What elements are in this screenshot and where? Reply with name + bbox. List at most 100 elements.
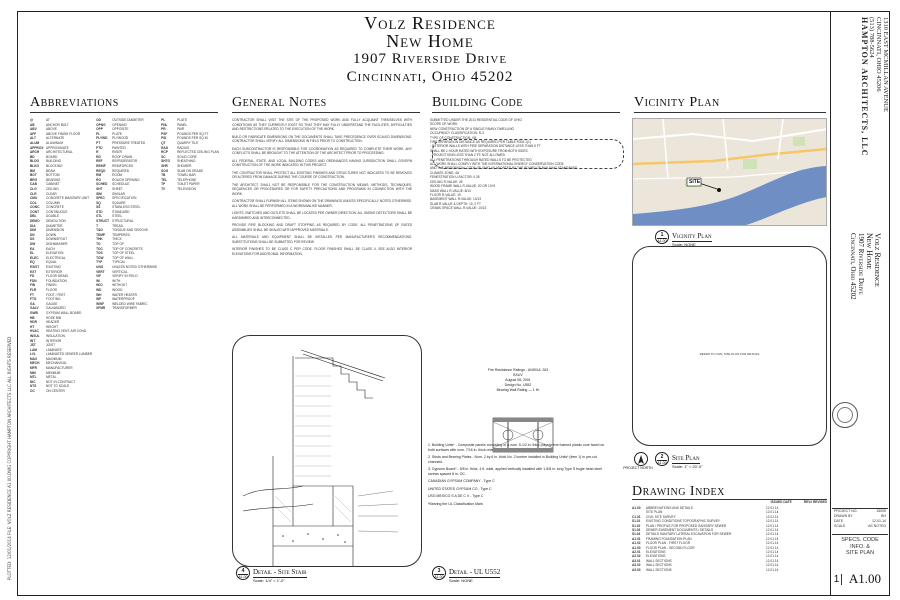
abbreviation-value: INSULATION [46,333,65,338]
abbreviation-value: TELEVISION [177,186,196,191]
abbreviation-key: CMU [30,196,38,201]
abbreviation-value: PAIR [177,127,185,132]
abbreviation-value: FLOOR DRAIN [46,274,68,279]
abbreviation-key: SPEC [96,196,105,201]
abbreviation-value: JOIST [46,343,56,348]
drawing-index-date: 12.01.14 [766,563,779,568]
abbreviation-value: EQUAL [46,260,57,265]
abbreviation-key: DIM [30,228,36,233]
abbreviation-key: DBL [30,214,37,219]
abbreviation-key: TEMP [96,232,106,237]
building-code-rule [432,112,620,113]
abbreviation-value: QUARRY TILE [177,140,199,145]
drawing-index-date: 12.01.14 [766,536,779,541]
abbreviation-value: EXISTING [46,265,61,269]
abbreviation-key: SS [96,205,101,210]
project-subtitle: New Home [386,31,474,51]
abbreviation-value: WITHOUT [112,283,128,288]
abbreviation-key: BRG [30,177,38,182]
building-code-line: WOOD FRAME WALL R-VALUE: 20 OR 13+5 [430,184,496,189]
abbreviation-key: TV [161,186,166,191]
general-note: CONTRACTOR SHALL VISIT THE SITE OF THE P… [232,118,412,131]
abbreviation-key: FDN [30,278,37,283]
abbreviation-key: DS [30,237,35,242]
abbreviation-key: EA [30,246,35,251]
abbreviation-value: MECHANICAL [46,361,67,366]
scale: AS NOTED [868,524,886,528]
detail-number: 4 [241,568,245,574]
abbreviation-value: VERIFY IN FIELD [112,274,138,279]
abbreviation-key: OD [96,118,101,122]
abbreviation-value: GALVANIZED [46,306,66,311]
abbreviation-key: TB [161,173,166,178]
abbreviation-value: ALTERNATE [46,136,65,141]
abbreviation-key: RCP [161,150,168,155]
drawn-label: DRAWN BY [834,514,853,518]
abbreviation-value: APPROXIMATE [46,145,69,150]
abbreviation-value: FINISH [46,283,57,288]
abbreviation-key: REINF [96,163,106,168]
abbreviation-key: TO [96,242,101,247]
abbreviation-key: FD [30,274,35,279]
abbreviation-value: CONCRETE MASONRY UNIT [46,196,90,201]
detail-number: 1 [660,232,664,238]
abbreviation-value: STANDARD [112,209,130,214]
abbreviation-value: CONCRETE [46,205,64,210]
abbreviation-value: TRANSFORMER [112,306,137,311]
building-code-line: CRAWL SPACE WALL R-VALUE: 10/13 [430,206,487,211]
site-stair-detail [232,335,422,567]
abbreviation-value: INTERIOR [46,338,62,343]
ul-body-line: UNITED STATES GYPSUM CO - Type C [428,486,492,491]
building-code-line: FLOOR R-VALUE: 19 [430,192,461,197]
abbreviation-value: ROOM [112,173,123,178]
firm-info: 1310 EAST MCMILLAN AVENUE CINCINNATI, OH… [860,17,889,157]
general-note: THE ARCHITECT SHALL NOT BE RESPONSIBLE F… [232,182,412,196]
abbreviation-value: ALUMINUM [46,140,64,145]
drawing-index-date: 12.01.14 [766,506,779,510]
abbreviation-value: DEMOLITION [46,219,66,224]
abbreviation-key: VERT [96,269,105,274]
drawing-index-name: ABBREVIATIONS AND DETAILS [646,506,693,510]
abbreviation-value: BUILDING [46,159,62,164]
drawing-index-no: S1.04 [632,532,641,537]
abbreviation-key: PLYWD [96,136,108,141]
abbreviation-value: OUTSIDE DIAMETER [112,118,144,122]
firm-name: HAMPTON ARCHITECTS, LLC [860,17,869,157]
abbreviation-value: ELEVATION [46,251,64,256]
drawing-index-no: C1.01 [632,514,641,519]
abbreviation-value: DISHWASHER [46,242,68,247]
strip-project-city: Cincinnati, Ohio 45202 [849,233,857,300]
abbreviation-value: TOILET PAPER [177,182,200,187]
sheet-content-1: SPECS. CODE [841,537,879,543]
abbreviation-value: EACH [46,246,55,251]
abbreviation-value: NOT TO SCALE [46,384,70,389]
building-code-line: MASS WALL R-VALUE: 8/13 [430,188,471,193]
drawing-index-no: A3.02 [632,563,641,568]
detail-bubble: 4 A1.00 [236,566,250,580]
drawing-index-no: S1.01 [632,519,641,524]
drawing-index-no: A1.03 [632,545,641,550]
